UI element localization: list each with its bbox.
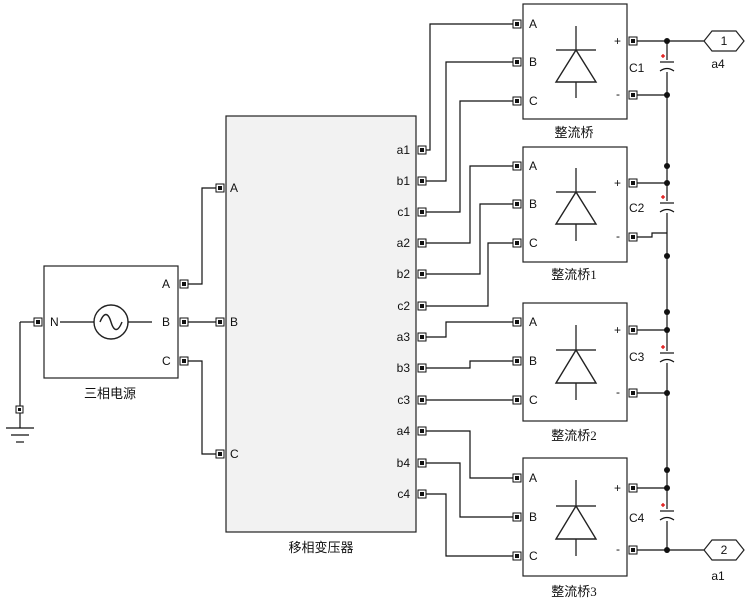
- rectifier-block-1[interactable]: [512, 146, 638, 263]
- cap-c2-label: C2: [629, 201, 645, 215]
- xfmr-out-b1: b1: [397, 174, 411, 188]
- diode-icon: [554, 26, 598, 98]
- source-block-label: 三相电源: [84, 386, 136, 401]
- rect0-port-c: C: [529, 94, 538, 108]
- dc-bus-wires: [637, 40, 704, 553]
- rect2-port-b: B: [529, 354, 537, 368]
- xfmr-in-a-label: A: [230, 181, 238, 195]
- xfmr-in-b-label: B: [230, 315, 238, 329]
- rect3-label: 整流桥3: [551, 584, 597, 599]
- xfmr-out-a2: a2: [397, 236, 411, 250]
- rect2-port-c: C: [529, 393, 538, 407]
- xfmr-out-c2: c2: [397, 299, 410, 313]
- rectifier-block-0[interactable]: [512, 3, 638, 120]
- transformer-block-label: 移相变压器: [288, 540, 353, 555]
- xfmr-to-rectifier-wires: [426, 23, 513, 557]
- outport-1[interactable]: 1: [703, 30, 745, 52]
- rect2-label: 整流桥2: [551, 428, 597, 443]
- xfmr-out-b2: b2: [397, 267, 411, 281]
- rect2-minus: -: [616, 385, 620, 399]
- rect3-minus: -: [616, 542, 620, 556]
- outport-2-number: 2: [721, 543, 728, 557]
- xfmr-out-a3: a3: [397, 330, 411, 344]
- xfmr-out-b3: b3: [397, 361, 411, 375]
- rect3-port-c: C: [529, 549, 538, 563]
- capacitor-c1-icon[interactable]: [659, 54, 675, 72]
- rect0-port-b: B: [529, 55, 537, 69]
- diode-icon: [554, 480, 598, 556]
- rect2-port-a: A: [529, 315, 537, 329]
- rect3-port-b: B: [529, 510, 537, 524]
- cap-c1-label: C1: [629, 61, 645, 75]
- xfmr-out-c4: c4: [397, 487, 410, 501]
- rect1-label: 整流桥1: [551, 267, 597, 282]
- rect1-plus: +: [614, 176, 621, 190]
- diode-icon: [554, 325, 598, 400]
- rect1-minus: -: [616, 229, 620, 243]
- rect1-port-b: B: [529, 197, 537, 211]
- source-b-label: B: [162, 315, 170, 329]
- outport-2[interactable]: 2: [703, 539, 745, 561]
- outport-1-number: 1: [721, 34, 728, 48]
- rect1-port-c: C: [529, 236, 538, 250]
- cap-c3-label: C3: [629, 350, 645, 364]
- source-to-transformer-wires: [188, 187, 216, 455]
- xfmr-out-a1: a1: [397, 143, 411, 157]
- source-n-label: N: [50, 315, 59, 329]
- rect3-plus: +: [614, 481, 621, 495]
- junction-dots: [664, 38, 670, 553]
- cap-c4-label: C4: [629, 511, 645, 525]
- rectifier-block-2[interactable]: [512, 302, 638, 422]
- capacitor-c2-icon[interactable]: [659, 195, 675, 213]
- xfmr-out-c1: c1: [397, 205, 410, 219]
- rect1-port-a: A: [529, 159, 537, 173]
- source-a-label: A: [162, 277, 170, 291]
- rect0-label: 整流桥: [554, 125, 593, 140]
- capacitor-c3-icon[interactable]: [659, 345, 675, 363]
- xfmr-out-a4: a4: [397, 424, 411, 438]
- capacitor-c4-icon[interactable]: [659, 503, 675, 521]
- xfmr-in-c-label: C: [230, 447, 239, 461]
- source-c-label: C: [162, 354, 171, 368]
- diode-icon: [554, 168, 598, 241]
- rect0-port-a: A: [529, 17, 537, 31]
- rect3-port-a: A: [529, 471, 537, 485]
- xfmr-out-b4: b4: [397, 456, 411, 470]
- rect0-plus: +: [614, 34, 621, 48]
- xfmr-out-ports: [417, 145, 427, 499]
- outport-1-label: a4: [711, 57, 725, 71]
- outport-2-label: a1: [711, 569, 725, 583]
- xfmr-out-c3: c3: [397, 393, 410, 407]
- ground-symbol[interactable]: [6, 322, 34, 443]
- phase-shift-transformer-block[interactable]: [215, 115, 417, 533]
- rect0-minus: -: [616, 87, 620, 101]
- rect2-plus: +: [614, 323, 621, 337]
